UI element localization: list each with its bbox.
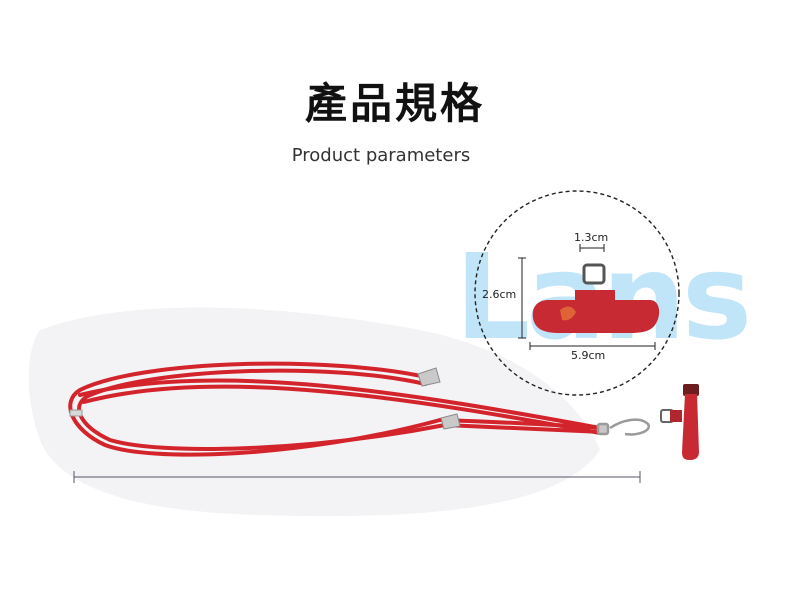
background-blob [28,307,600,517]
tab-width-bottom-label: 5.9cm [571,349,606,362]
cord-stoppers [69,367,461,430]
page-title: 產品規格 [304,79,485,128]
phone-tab-small [660,384,699,460]
swivel-clip [596,418,650,436]
length-line [73,471,641,483]
tab-height-label: 2.6cm [482,288,517,301]
phone-tab-large [532,263,660,333]
lanyard-cord [68,361,605,457]
tab-width-top-label: 1.3cm [574,231,609,244]
detail-circle [474,190,680,396]
page-subtitle: Product parameters [291,145,471,166]
dimension-lines [518,244,656,350]
